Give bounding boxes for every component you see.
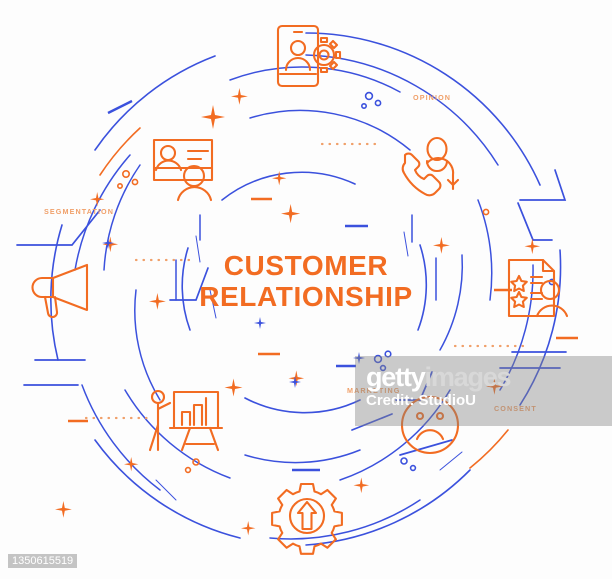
presentation-chart-icon — [148, 389, 224, 452]
label-consent: CONSENT — [494, 404, 537, 413]
watermark-credit: Credit: StudioU — [366, 392, 476, 409]
label-opinion: OPINION — [413, 93, 452, 102]
megaphone-icon — [31, 263, 89, 319]
sad-face-icon — [400, 395, 460, 455]
review-document-person-icon — [507, 258, 569, 318]
smartphone-user-gear-icon — [276, 24, 342, 88]
label-segmentation: SEGMENTATION — [44, 207, 115, 216]
gear-arrow-up-icon — [271, 482, 343, 555]
watermark-band — [355, 356, 612, 426]
watermark-brand: gettyimages — [366, 362, 512, 392]
blue-sparkle-decorations — [102, 237, 365, 388]
video-conference-icon — [152, 138, 214, 202]
watermark-asset-id: 1350615519 — [8, 554, 78, 568]
phone-support-person-icon — [401, 136, 460, 197]
sparkle-decorations — [55, 88, 541, 536]
circle-dot-decorations — [117, 91, 556, 474]
label-marketing: MARKETING — [347, 386, 401, 395]
watermark-brand-primary: getty — [366, 362, 426, 392]
watermark-brand-secondary: images — [424, 362, 512, 392]
